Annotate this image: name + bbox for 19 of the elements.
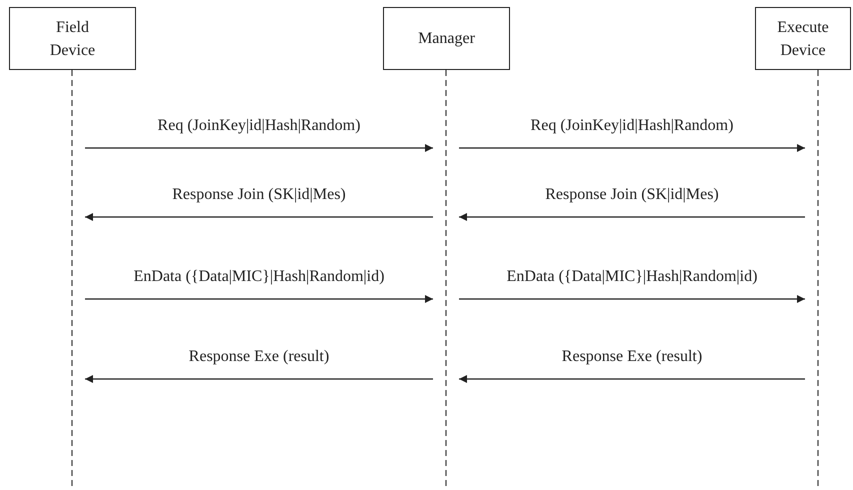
message-arrow — [459, 375, 805, 383]
message-arrow — [85, 144, 433, 152]
message-arrow — [459, 295, 805, 303]
message-label: Response Exe (result) — [186, 348, 332, 366]
message-label: Req (JoinKey|id|Hash|Random) — [156, 117, 362, 135]
participant-box: Execute Device — [755, 7, 851, 70]
message-label: Response Join (SK|id|Mes) — [170, 186, 348, 204]
message-label: Response Exe (result) — [560, 348, 704, 366]
participant-box: Manager — [383, 7, 510, 70]
message-arrow — [459, 144, 805, 152]
message-arrow — [85, 295, 433, 303]
message-arrow — [85, 375, 433, 383]
message-label: Response Join (SK|id|Mes) — [543, 186, 721, 204]
message-label: Req (JoinKey|id|Hash|Random) — [528, 117, 736, 135]
message-label: EnData ({Data|MIC}|Hash|Random|id) — [504, 268, 760, 286]
participant-box: Field Device — [9, 7, 136, 70]
message-arrow — [85, 213, 433, 221]
message-label: EnData ({Data|MIC}|Hash|Random|id) — [132, 268, 386, 286]
message-arrow — [459, 213, 805, 221]
